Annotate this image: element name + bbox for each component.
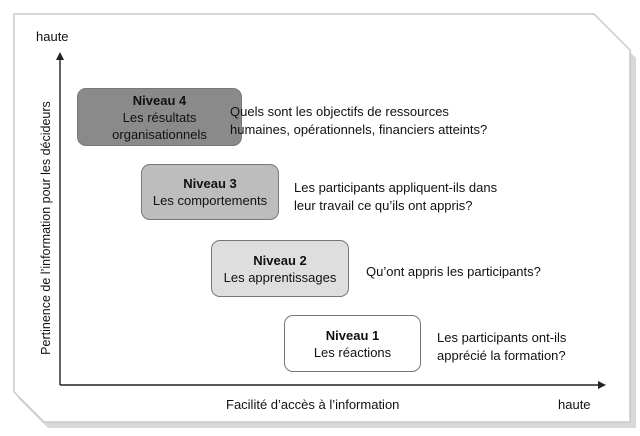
level-1-question: Les participants ont-ils apprécié la for… bbox=[437, 329, 566, 365]
x-axis-title: Facilité d’accès à l’information bbox=[226, 397, 400, 412]
level-4-title: Niveau 4 bbox=[132, 92, 187, 108]
level-2-title: Niveau 2 bbox=[253, 252, 307, 268]
level-3-question: Les participants appliquent-ils dans leu… bbox=[294, 179, 497, 215]
level-1-question-line-1: Les participants ont-ils bbox=[437, 330, 567, 345]
level-2-question-line-1: Qu’ont appris les participants? bbox=[366, 264, 541, 279]
level-4-question: Quels sont les objectifs de ressources h… bbox=[230, 103, 487, 139]
level-3-subtitle: Les comportements bbox=[152, 193, 268, 208]
level-2-box: Niveau 2 Les apprentissages bbox=[211, 240, 349, 297]
level-2-question: Qu’ont appris les participants? bbox=[366, 263, 541, 281]
level-4-subtitle-line-1: Les résultats bbox=[122, 109, 197, 125]
level-3-question-line-1: Les participants appliquent-ils dans bbox=[294, 180, 498, 195]
level-4-box: Niveau 4 Les résultats organisationnels bbox=[77, 88, 242, 146]
level-1-question-line-2: apprécié la formation? bbox=[437, 348, 566, 363]
level-3-box: Niveau 3 Les comportements bbox=[141, 164, 279, 220]
level-2-subtitle: Les apprentissages bbox=[223, 269, 337, 285]
level-1-box: Niveau 1 Les réactions bbox=[284, 315, 421, 372]
level-4-question-line-2: humaines, opérationnels, financiers atte… bbox=[230, 122, 488, 137]
level-4-subtitle-line-2: organisationnels bbox=[112, 126, 207, 142]
level-3-question-line-2: leur travail ce qu’ils ont appris? bbox=[294, 198, 473, 213]
y-axis-high-label: haute bbox=[36, 29, 69, 44]
level-1-subtitle: Les réactions bbox=[313, 344, 392, 360]
x-axis-high-label: haute bbox=[558, 397, 591, 412]
level-3-title: Niveau 3 bbox=[183, 176, 237, 191]
level-4-question-line-1: Quels sont les objectifs de ressources bbox=[230, 104, 449, 119]
y-axis-title: Pertinence de l’information pour les déc… bbox=[39, 101, 53, 355]
level-1-title: Niveau 1 bbox=[325, 327, 380, 343]
